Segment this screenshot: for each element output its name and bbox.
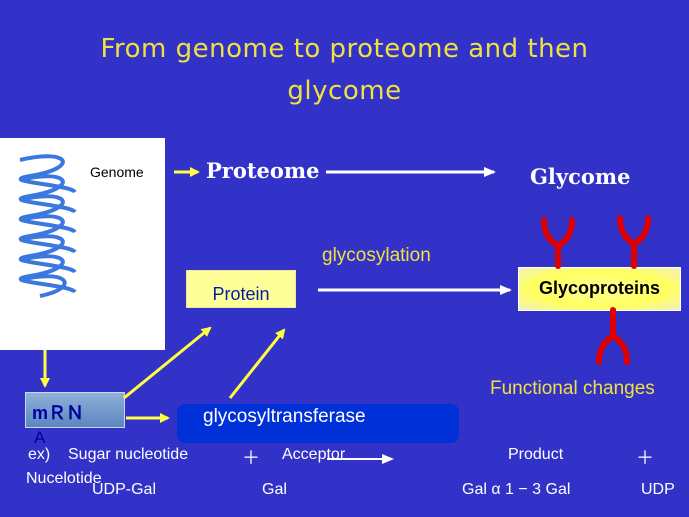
- glycan-icon: [620, 218, 648, 266]
- mrna-to-protein-arrow: [124, 328, 210, 398]
- glycan-icon: [599, 310, 627, 362]
- glycosyltransferase-to-protein-arrow: [230, 330, 284, 398]
- glycan-icon: [544, 220, 572, 266]
